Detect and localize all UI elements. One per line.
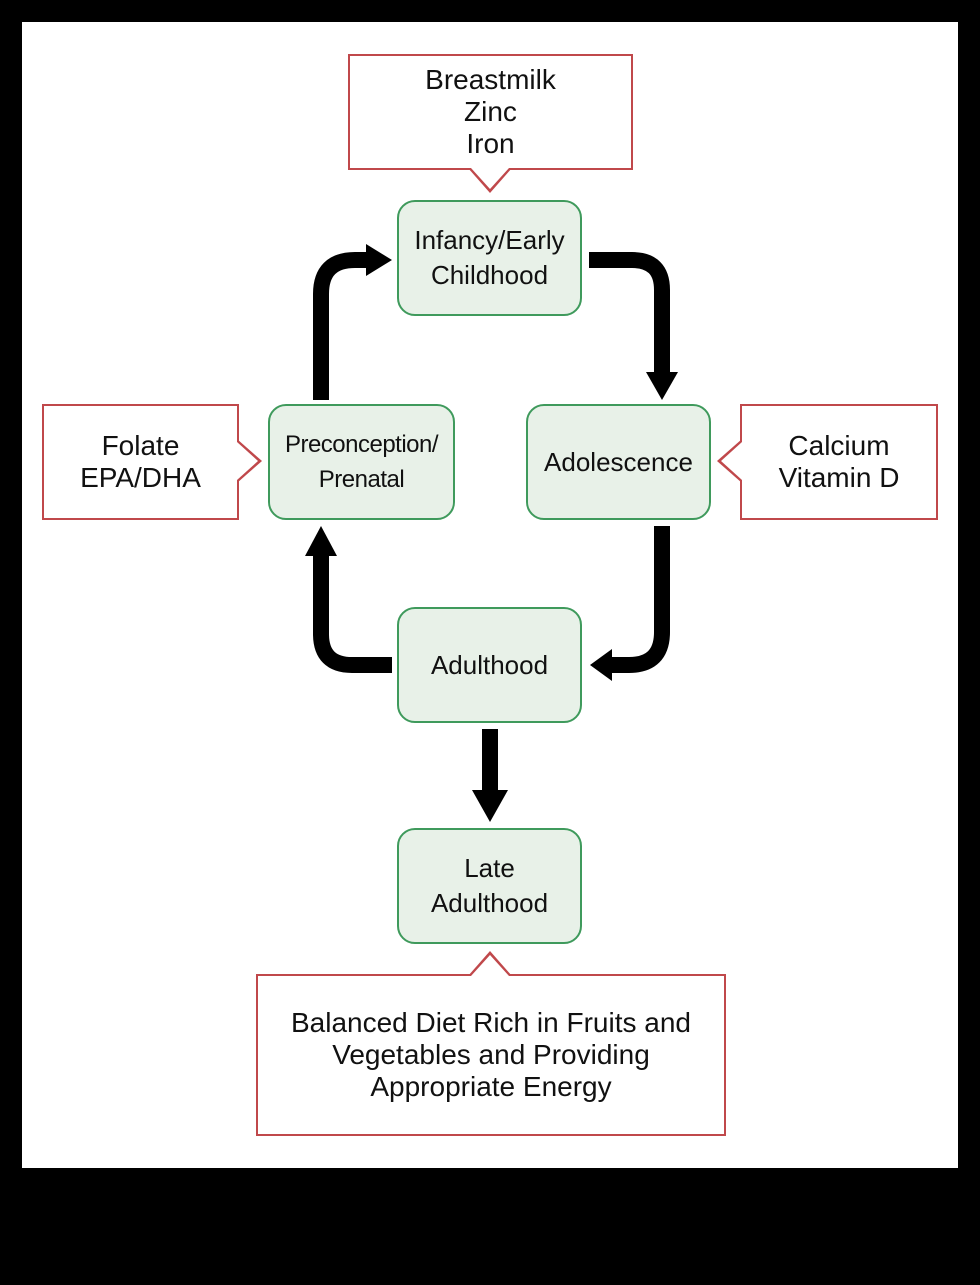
text-line: Vitamin D xyxy=(778,462,900,493)
text-line: Adulthood xyxy=(430,649,549,680)
stage-adolescence-label: Adolescence xyxy=(544,445,693,480)
arrow-adolescence-to-adulthood xyxy=(612,526,670,673)
arrowhead-preconception xyxy=(305,526,337,556)
arrow-adulthood-to-preconception xyxy=(313,554,392,673)
text-line: Late xyxy=(464,853,515,883)
text-line: Zinc xyxy=(464,96,517,127)
arrowhead-adolescence xyxy=(646,372,678,400)
arrowhead-late-adulthood xyxy=(472,790,508,822)
text-line: Appropriate Energy xyxy=(370,1071,612,1102)
text-line: Adolescence xyxy=(544,446,693,477)
text-line: Infancy/Early xyxy=(414,225,565,255)
text-line: Iron xyxy=(466,128,515,159)
text-line: Preconception/ xyxy=(284,431,439,458)
arrow-infancy-to-adolescence xyxy=(589,252,670,374)
stage-adolescence: Adolescence xyxy=(526,404,711,520)
stage-adulthood: Adulthood xyxy=(397,607,582,723)
text-line: Prenatal xyxy=(318,466,405,493)
text-line: Adulthood xyxy=(430,888,549,918)
text-line: Folate xyxy=(101,430,180,461)
arrow-preconception-to-infancy xyxy=(313,252,366,400)
stage-adulthood-label: Adulthood xyxy=(431,648,548,683)
stage-preconception-prenatal: Preconception/Prenatal xyxy=(268,404,455,520)
text-line: Childhood xyxy=(430,260,549,290)
stage-preconception-label: Preconception/Prenatal xyxy=(284,427,439,497)
text-line: Vegetables and Providing xyxy=(332,1039,650,1070)
arrowhead-infancy xyxy=(366,244,392,276)
text-line: Breastmilk xyxy=(425,64,556,95)
text-line: Balanced Diet Rich in Fruits and xyxy=(291,1007,691,1038)
text-line: EPA/DHA xyxy=(80,462,201,493)
arrowhead-adulthood xyxy=(590,649,612,681)
text-line: Calcium xyxy=(788,430,890,461)
